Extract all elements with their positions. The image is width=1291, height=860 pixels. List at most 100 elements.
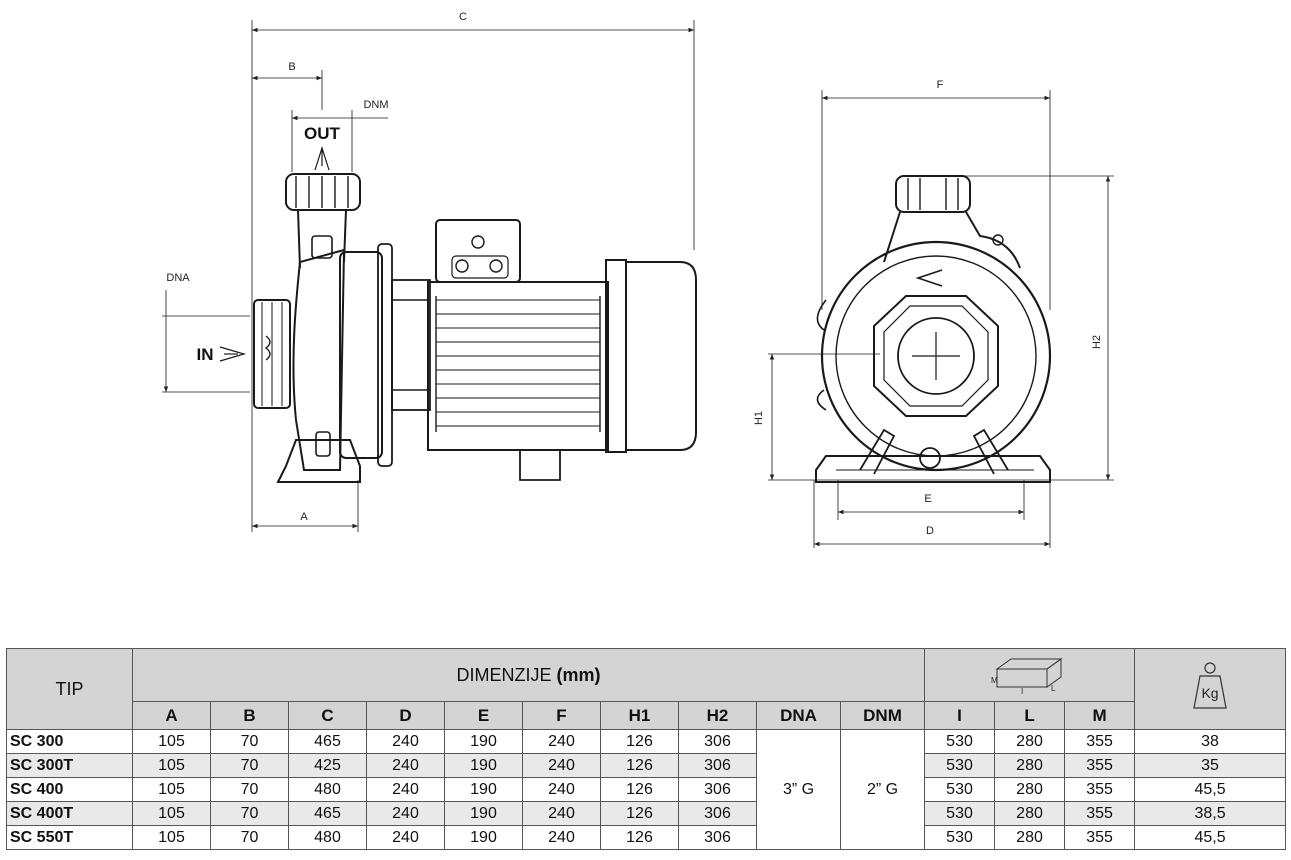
weight-icon: Kg bbox=[1193, 661, 1227, 709]
cell-i: 530 bbox=[924, 777, 996, 802]
model-cell: SC 300 bbox=[6, 729, 133, 754]
dim-label-c: C bbox=[459, 11, 467, 23]
table-row: SC 400 105 70 480 240 190 240 126 306 53… bbox=[6, 777, 1287, 802]
cell-f: 240 bbox=[522, 777, 601, 802]
table-row: SC 300T 105 70 425 240 190 240 126 306 5… bbox=[6, 753, 1287, 778]
packaging-box-icon: M I L bbox=[991, 657, 1063, 696]
cell-d: 240 bbox=[366, 753, 445, 778]
model-cell: SC 550T bbox=[6, 825, 133, 850]
col-header-h1: H1 bbox=[600, 701, 679, 730]
table-row: SC 400T 105 70 465 240 190 240 126 306 5… bbox=[6, 801, 1287, 826]
cell-d: 240 bbox=[366, 777, 445, 802]
col-header-b: B bbox=[210, 701, 289, 730]
cell-b: 70 bbox=[210, 825, 289, 850]
cell-l: 280 bbox=[994, 801, 1066, 826]
dim-label-h2: H2 bbox=[1091, 335, 1103, 349]
cell-h2: 306 bbox=[678, 753, 757, 778]
cell-c: 465 bbox=[288, 801, 367, 826]
cell-h1: 126 bbox=[600, 753, 679, 778]
cell-kg: 45,5 bbox=[1134, 825, 1287, 850]
dim-label-e: E bbox=[924, 493, 931, 505]
dimensions-header: DIMENZIJE (mm) bbox=[131, 648, 926, 702]
table-row: SC 300 105 70 465 240 190 240 126 306 3”… bbox=[6, 729, 1287, 850]
out-label: OUT bbox=[304, 124, 341, 143]
dim-label-d: D bbox=[926, 525, 934, 537]
cell-kg: 45,5 bbox=[1134, 777, 1287, 802]
cell-m: 355 bbox=[1064, 753, 1136, 778]
cell-kg: 38,5 bbox=[1134, 801, 1287, 826]
front-view bbox=[768, 90, 1114, 548]
cell-a: 105 bbox=[132, 729, 211, 754]
table-row: SC 550T 105 70 480 240 190 240 126 306 5… bbox=[6, 825, 1287, 850]
cell-dnm: 2” G bbox=[839, 729, 926, 850]
model-cell: SC 400 bbox=[6, 777, 133, 802]
dim-label-b: B bbox=[288, 61, 295, 73]
cell-h2: 306 bbox=[678, 825, 757, 850]
cell-m: 355 bbox=[1064, 777, 1136, 802]
col-header-m: M bbox=[1064, 701, 1136, 730]
cell-h1: 126 bbox=[600, 825, 679, 850]
model-cell: SC 300T bbox=[6, 753, 133, 778]
cell-f: 240 bbox=[522, 825, 601, 850]
col-header-a: A bbox=[132, 701, 211, 730]
col-header-dna: DNA bbox=[756, 701, 841, 730]
pump-technical-drawing: C B DNM DNA A OUT IN bbox=[162, 11, 1114, 548]
cell-i: 530 bbox=[924, 729, 996, 754]
cell-h1: 126 bbox=[600, 729, 679, 754]
tip-header: TIP bbox=[6, 648, 133, 730]
cell-dna: 3” G bbox=[756, 729, 841, 850]
weight-icon-label: Kg bbox=[1201, 685, 1218, 701]
cell-l: 280 bbox=[994, 729, 1066, 754]
cell-e: 190 bbox=[444, 777, 523, 802]
cell-h2: 306 bbox=[678, 777, 757, 802]
cell-h1: 126 bbox=[600, 777, 679, 802]
cell-a: 105 bbox=[132, 825, 211, 850]
cell-e: 190 bbox=[444, 825, 523, 850]
col-header-i: I bbox=[924, 701, 996, 730]
cell-h1: 126 bbox=[600, 801, 679, 826]
col-header-c: C bbox=[288, 701, 367, 730]
col-header-h2: H2 bbox=[678, 701, 757, 730]
in-label: IN bbox=[197, 345, 214, 364]
dim-label-h1: H1 bbox=[753, 411, 765, 425]
dimensions-header-unit: (mm) bbox=[556, 664, 601, 685]
cell-kg: 38 bbox=[1134, 729, 1287, 754]
cell-i: 530 bbox=[924, 825, 996, 850]
model-cell: SC 400T bbox=[6, 801, 133, 826]
side-view bbox=[162, 20, 697, 532]
dim-label-dnm: DNM bbox=[363, 99, 388, 111]
cell-c: 465 bbox=[288, 729, 367, 754]
cell-kg: 35 bbox=[1134, 753, 1287, 778]
cell-f: 240 bbox=[522, 801, 601, 826]
cell-h2: 306 bbox=[678, 729, 757, 754]
dim-label-dna: DNA bbox=[166, 272, 190, 284]
cell-c: 480 bbox=[288, 777, 367, 802]
cell-e: 190 bbox=[444, 753, 523, 778]
cell-l: 280 bbox=[994, 753, 1066, 778]
cell-l: 280 bbox=[994, 777, 1066, 802]
dim-label-f: F bbox=[937, 79, 944, 91]
dimensions-table: TIP DIMENZIJE (mm) M I L bbox=[6, 648, 1287, 850]
cell-e: 190 bbox=[444, 801, 523, 826]
cell-m: 355 bbox=[1064, 801, 1136, 826]
cell-e: 190 bbox=[444, 729, 523, 754]
cell-i: 530 bbox=[924, 801, 996, 826]
cell-d: 240 bbox=[366, 825, 445, 850]
cell-c: 425 bbox=[288, 753, 367, 778]
cell-b: 70 bbox=[210, 753, 289, 778]
box-label-l: L bbox=[1051, 684, 1056, 693]
cell-b: 70 bbox=[210, 777, 289, 802]
cell-c: 480 bbox=[288, 825, 367, 850]
cell-d: 240 bbox=[366, 801, 445, 826]
cell-l: 280 bbox=[994, 825, 1066, 850]
cell-i: 530 bbox=[924, 753, 996, 778]
cell-m: 355 bbox=[1064, 729, 1136, 754]
cell-a: 105 bbox=[132, 753, 211, 778]
col-header-d: D bbox=[366, 701, 445, 730]
cell-h2: 306 bbox=[678, 801, 757, 826]
cell-d: 240 bbox=[366, 729, 445, 754]
col-header-e: E bbox=[444, 701, 523, 730]
cell-m: 355 bbox=[1064, 825, 1136, 850]
cell-a: 105 bbox=[132, 801, 211, 826]
cell-f: 240 bbox=[522, 753, 601, 778]
